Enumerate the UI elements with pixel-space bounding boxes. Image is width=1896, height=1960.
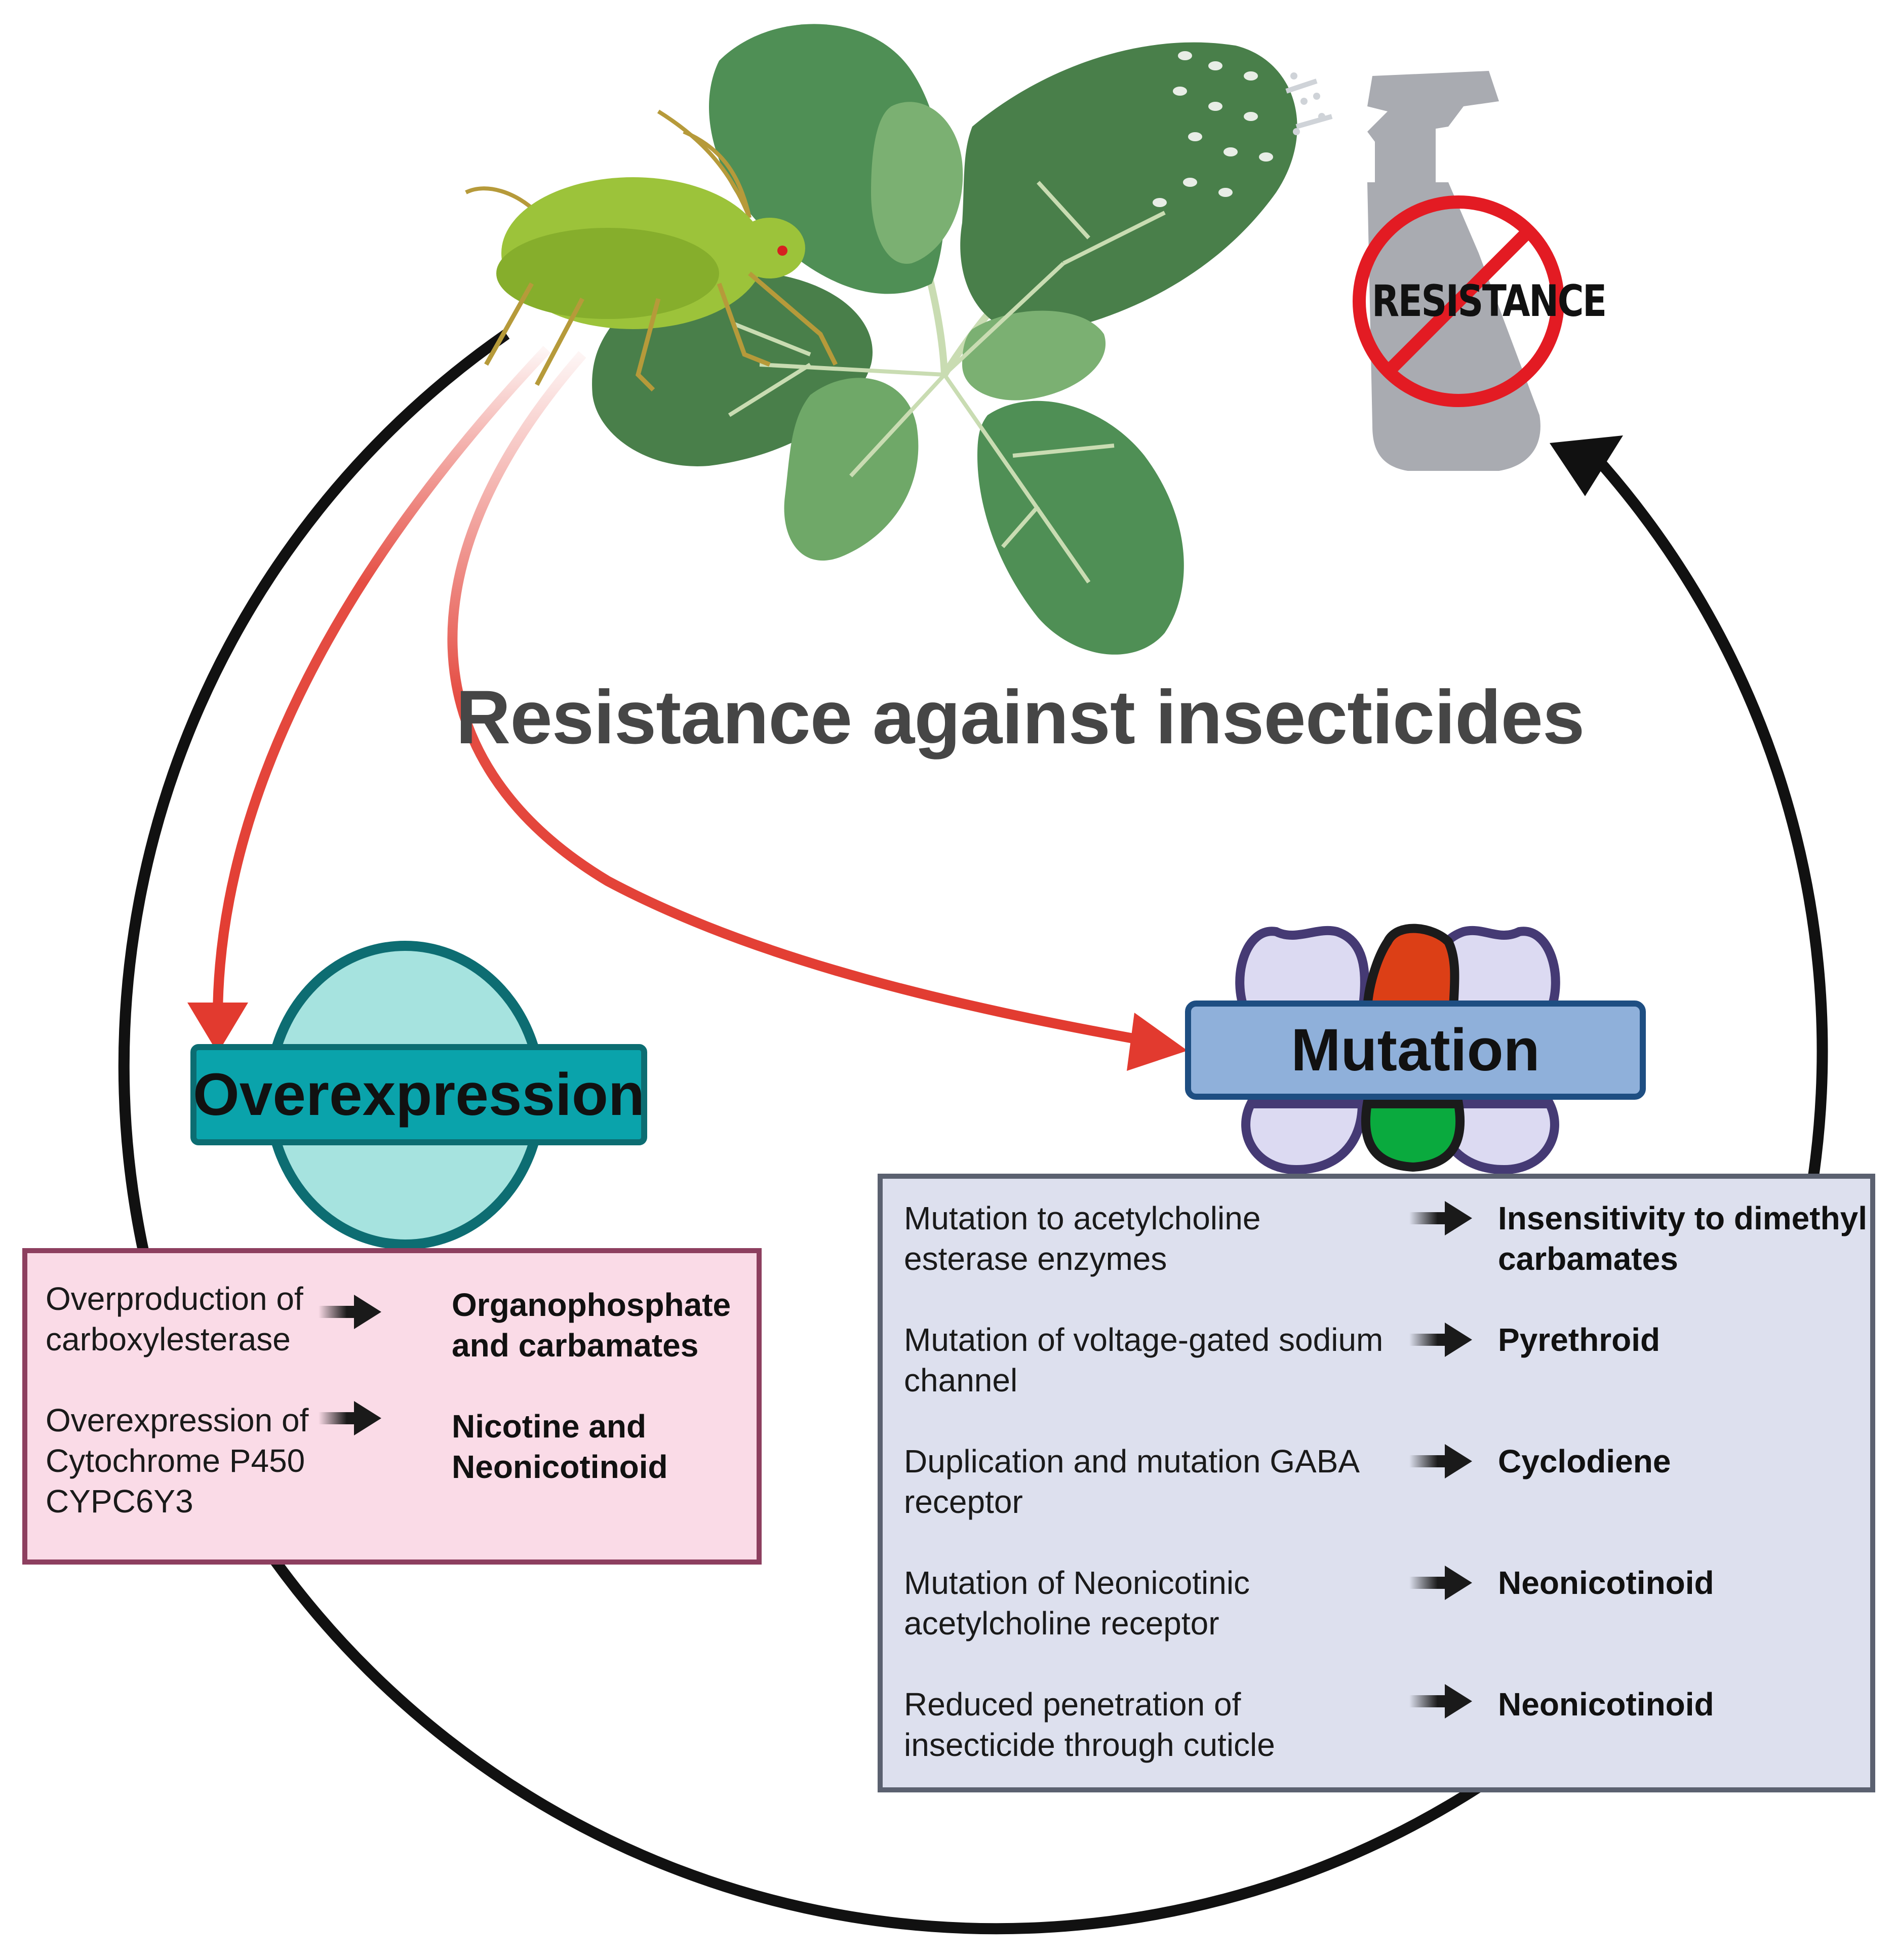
resistance-bottle-label: RESISTANCE [1371, 276, 1607, 327]
cause-text: Reduced penetration of insecticide throu… [904, 1686, 1275, 1763]
right-arrow-icon [1409, 1680, 1473, 1723]
cause-text: Overexpression of Cytochrome P450 CYPC6Y… [46, 1402, 309, 1519]
effect-text: Nicotine and Neonicotinoid [452, 1408, 668, 1485]
right-arrow-icon [319, 1397, 382, 1439]
mutation-panel: Mutation to acetylcholine esterase enzym… [878, 1174, 1875, 1792]
cycle-arrowhead-icon [1550, 435, 1623, 496]
spray-bottle-icon [1285, 71, 1540, 471]
plant-icon [592, 24, 1297, 655]
prohibited-sign-icon [1353, 195, 1564, 407]
effect-text: Insensitivity to dimethyl carbamates [1498, 1200, 1868, 1277]
right-arrow-icon [1409, 1562, 1473, 1604]
cause-text: Mutation of Neonicotinic acetylcholine r… [904, 1565, 1250, 1642]
cause-text: Overproduction of carboxylesterase [46, 1281, 303, 1357]
overexpression-label: Overexpression [190, 1044, 647, 1145]
diagram-title: Resistance against insecticides [456, 674, 1585, 759]
mutated-receptor-icon [1235, 924, 1560, 1175]
overexpression-arrow [187, 346, 551, 1053]
mutation-label: Mutation [1185, 1001, 1646, 1100]
right-arrow-icon [1409, 1440, 1473, 1483]
effect-text: Organophosphate and carbamates [452, 1287, 731, 1364]
overexpression-panel: Overproduction of carboxylesterase Organ… [22, 1248, 762, 1565]
cause-text: Mutation to acetylcholine esterase enzym… [904, 1200, 1261, 1277]
mutation-arrow [447, 351, 1188, 1071]
cause-text: Duplication and mutation GABA receptor [904, 1443, 1360, 1520]
effect-text: Pyrethroid [1498, 1322, 1661, 1358]
effect-text: Neonicotinoid [1498, 1686, 1714, 1723]
effect-text: Neonicotinoid [1498, 1565, 1714, 1601]
aphid-icon [465, 109, 838, 392]
cause-text: Mutation of voltage-gated sodium channel [904, 1322, 1384, 1398]
right-arrow-icon [1409, 1318, 1473, 1361]
effect-text: Cyclodiene [1498, 1443, 1671, 1479]
right-arrow-icon [319, 1291, 382, 1333]
right-arrow-icon [1409, 1197, 1473, 1239]
